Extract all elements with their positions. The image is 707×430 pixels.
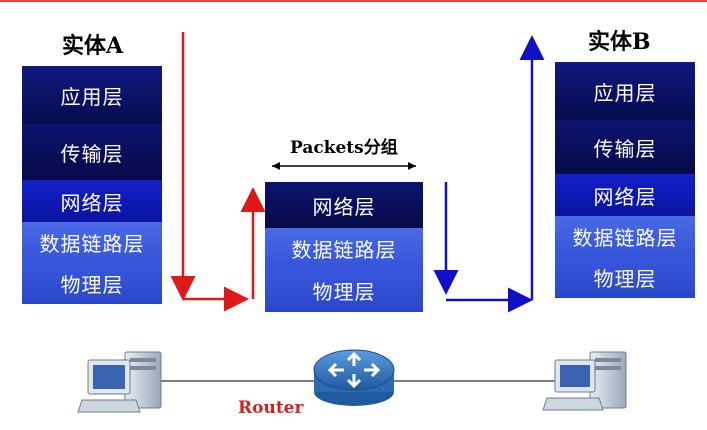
entity-a-stack: 应用层 传输层 网络层 数据链路层 物理层 (22, 66, 162, 304)
entity-b-layer-physical: 物理层 (555, 256, 695, 298)
router-layer-network: 网络层 (265, 182, 423, 228)
layer-label: 网络层 (312, 194, 376, 219)
entity-a-layer-network: 网络层 (22, 180, 162, 222)
packets-double-arrow (272, 162, 416, 170)
layer-label: 数据链路层 (572, 225, 678, 250)
layer-label: 物理层 (60, 272, 124, 297)
entity-a-layer-transport: 传输层 (22, 124, 162, 180)
packets-label: Packets分组 (290, 138, 398, 158)
top-divider-line (0, 0, 707, 2)
layer-label: 物理层 (312, 279, 376, 304)
router-layer-datalink: 数据链路层 (265, 228, 423, 268)
router-label: Router (238, 398, 304, 418)
entity-b-layer-datalink: 数据链路层 (555, 216, 695, 256)
entity-b-title: 实体B (588, 29, 651, 55)
layer-label: 数据链路层 (291, 237, 397, 262)
entity-a-layer-datalink: 数据链路层 (22, 222, 162, 262)
layer-label: 传输层 (60, 141, 124, 166)
router-stack: 网络层 数据链路层 物理层 (265, 182, 423, 312)
entity-a-layer-application: 应用层 (22, 66, 162, 124)
entity-b-layer-network: 网络层 (555, 174, 695, 216)
entity-b-layer-transport: 传输层 (555, 120, 695, 174)
layer-label: 网络层 (60, 190, 124, 215)
layer-label: 网络层 (593, 184, 657, 209)
computer-a-icon (77, 351, 162, 413)
layer-label: 传输层 (593, 136, 657, 161)
layer-label: 应用层 (60, 84, 124, 109)
layer-label: 应用层 (593, 80, 657, 105)
blue-path-arrow (433, 35, 545, 313)
layer-label: 数据链路层 (39, 231, 145, 256)
entity-a-title: 实体A (62, 33, 124, 59)
entity-a-layer-physical: 物理层 (22, 262, 162, 304)
entity-b-layer-application: 应用层 (555, 62, 695, 120)
entity-b-stack: 应用层 传输层 网络层 数据链路层 物理层 (555, 62, 695, 298)
router-layer-physical: 物理层 (265, 268, 423, 312)
red-path-arrow (170, 32, 266, 312)
layer-label: 物理层 (593, 266, 657, 291)
router-icon (313, 349, 395, 406)
computer-b-icon (542, 351, 627, 411)
